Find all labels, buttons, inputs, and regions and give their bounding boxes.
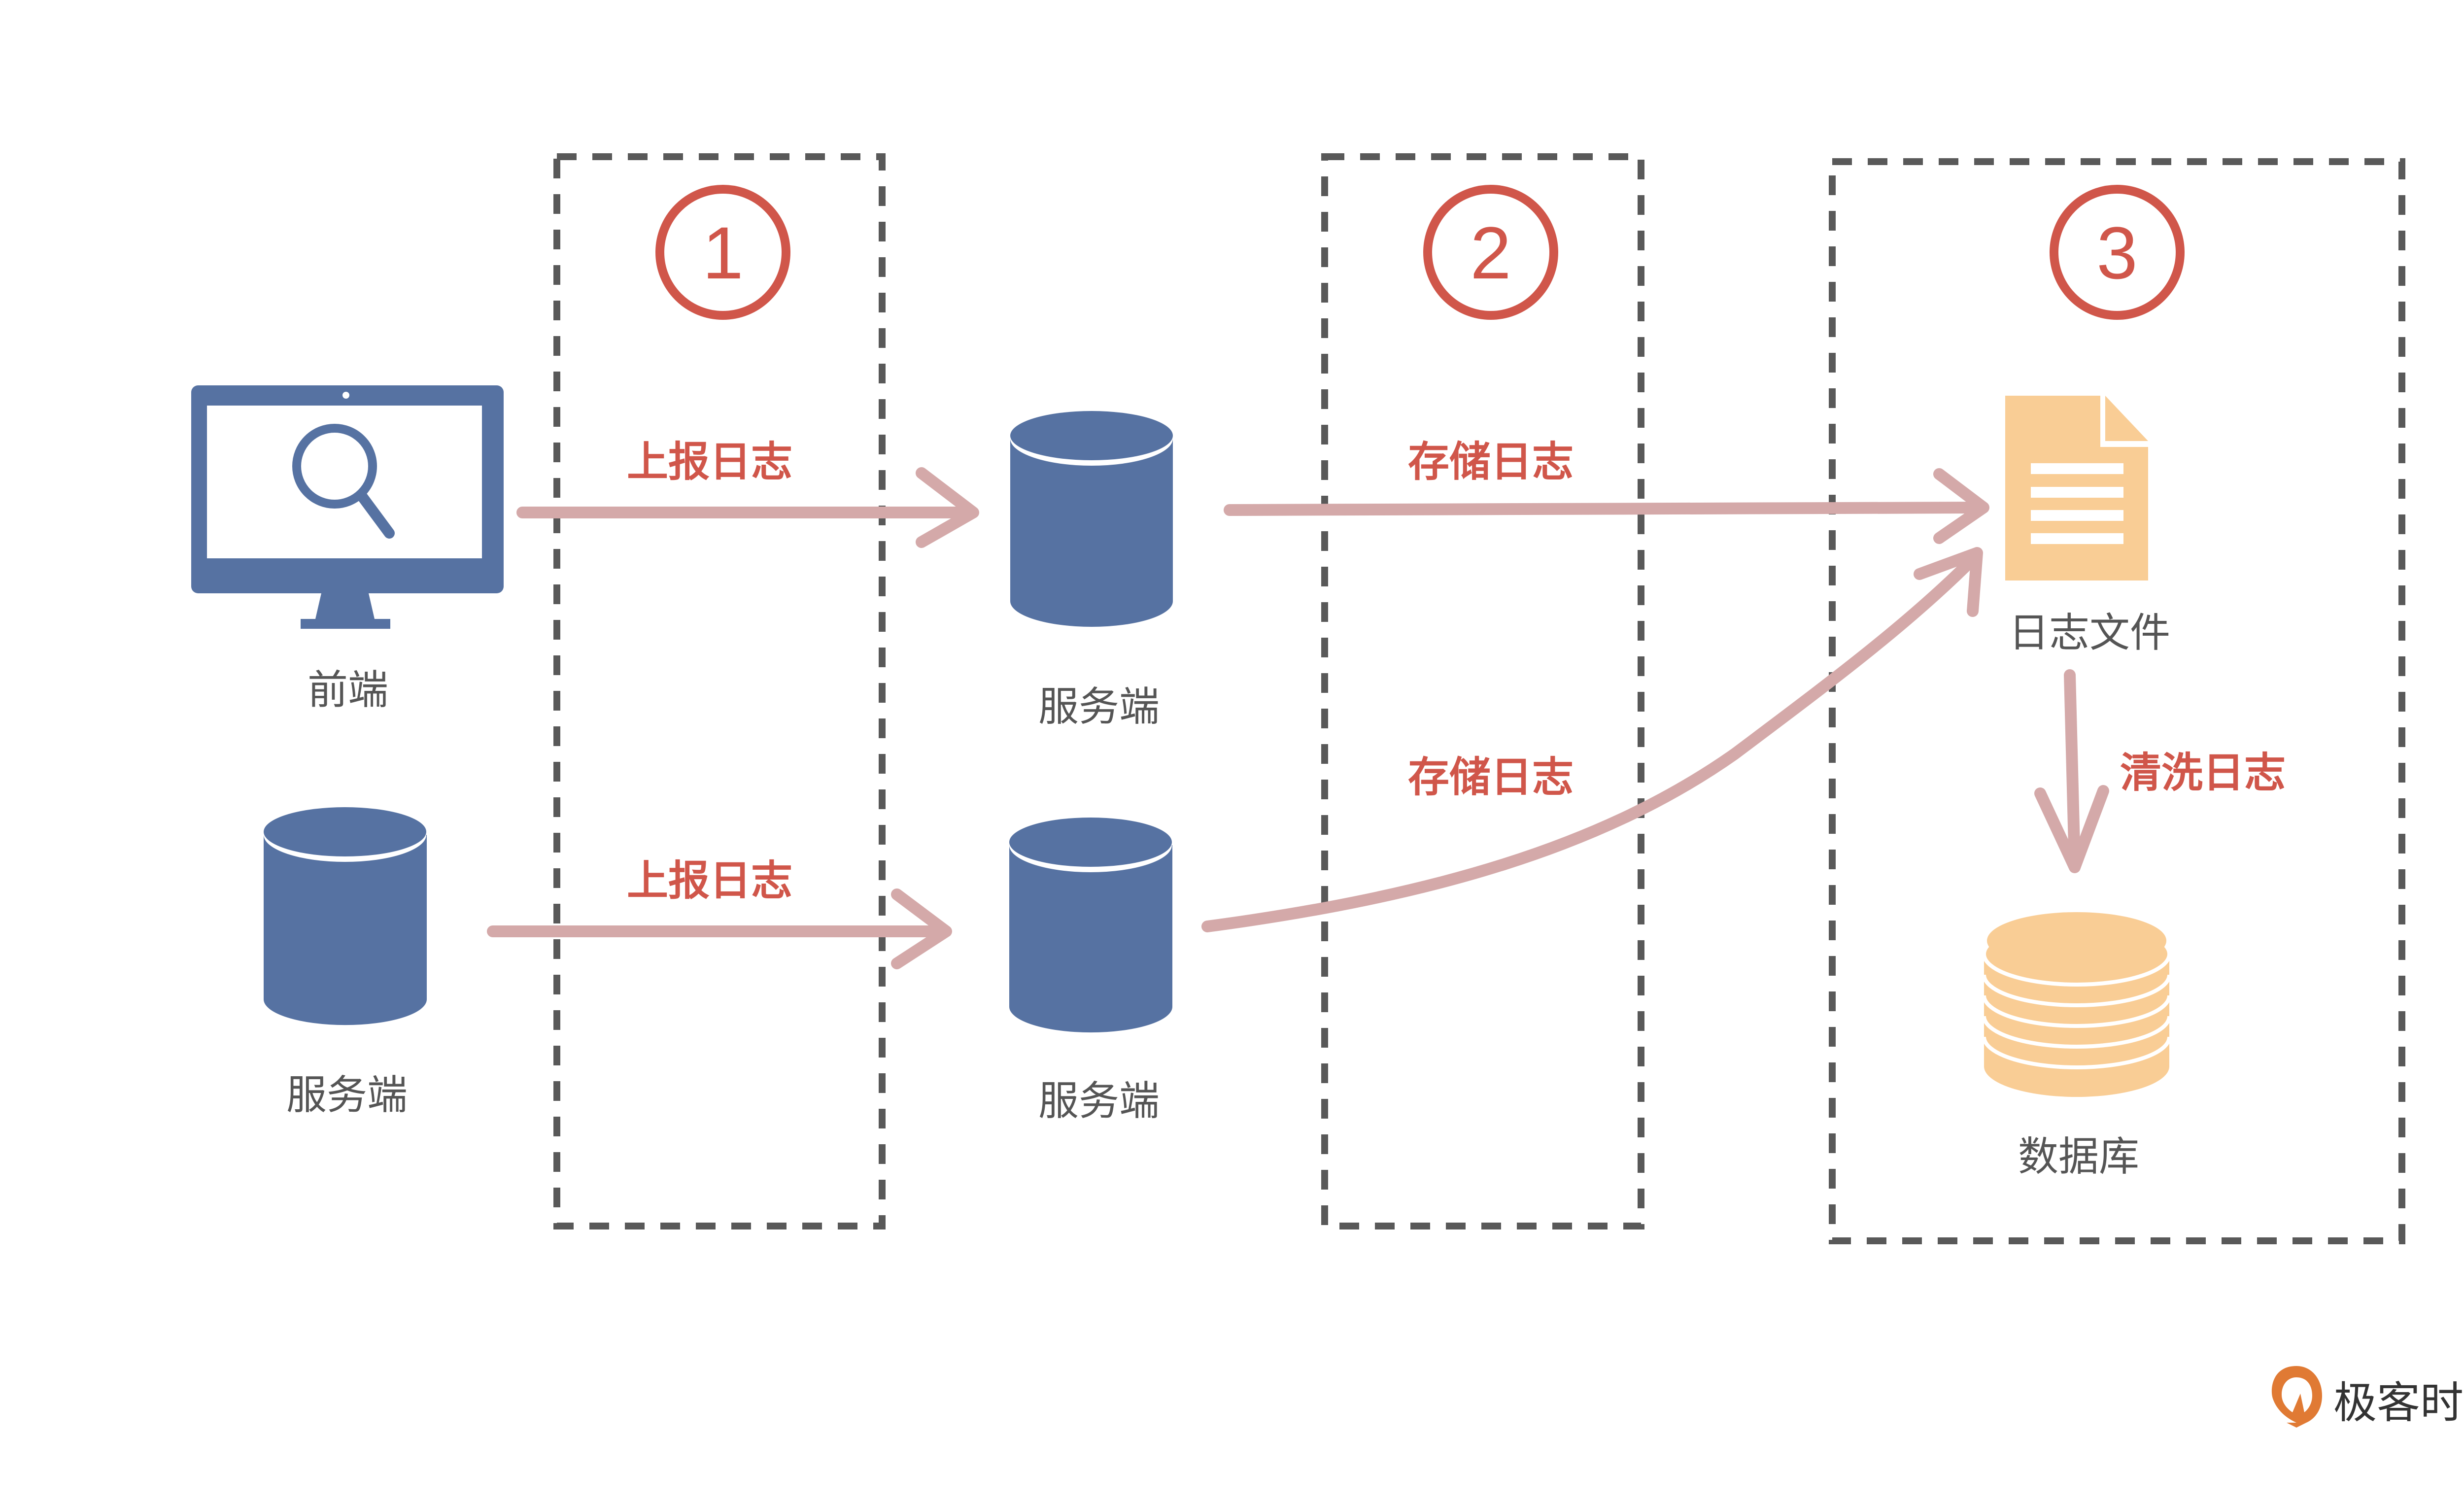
monitor-search-icon <box>191 385 504 629</box>
stage-2-badge: 2 <box>1423 185 1558 320</box>
brand-name: 极客时间 <box>2333 1377 2464 1428</box>
log-file-label: 日志文件 <box>2009 610 2170 656</box>
stage-1-circle <box>655 185 790 320</box>
arrow-server-top-to-logfile <box>1224 468 1989 544</box>
server-top-label: 服务端 <box>1038 683 1160 730</box>
arrow-source-server-to-server <box>487 888 952 969</box>
stage-1-number: 1 <box>702 211 743 294</box>
server-bottom-label: 服务端 <box>1038 1078 1160 1125</box>
stage-1-box <box>553 153 886 1229</box>
frontend-label: 前端 <box>308 667 388 714</box>
edge-label-report-1: 上报日志 <box>627 438 792 486</box>
database-cylinder-icon <box>1010 411 1173 627</box>
database-stack-icon <box>1982 912 2171 1097</box>
stage-3-box <box>1829 158 2405 1244</box>
arrow-server-bottom-to-logfile <box>1201 547 1983 932</box>
database-label: 数据库 <box>2018 1133 2139 1180</box>
edge-label-store-2: 存储日志 <box>1408 753 1574 801</box>
stage-3-number: 3 <box>2096 211 2137 294</box>
edge-label-clean: 清洗日志 <box>2120 749 2286 797</box>
database-cylinder-icon <box>1009 818 1172 1033</box>
stage-1-badge: 1 <box>655 185 790 320</box>
source-server-label: 服务端 <box>286 1072 408 1119</box>
edge-label-report-2: 上报日志 <box>627 856 792 905</box>
stage-3-badge: 3 <box>2050 185 2185 320</box>
edge-label-store-1: 存储日志 <box>1408 438 1574 486</box>
arrow-frontend-to-server <box>516 467 979 548</box>
stage-3-circle <box>2050 185 2185 320</box>
document-icon <box>2005 396 2148 580</box>
database-cylinder-icon <box>264 807 427 1025</box>
stage-2-number: 2 <box>1470 211 1511 294</box>
geektime-logo-icon <box>2271 1366 2322 1428</box>
arrow-logfile-to-database <box>2034 669 2109 873</box>
stage-2-box <box>1321 153 1644 1229</box>
stage-2-circle <box>1423 185 1558 320</box>
